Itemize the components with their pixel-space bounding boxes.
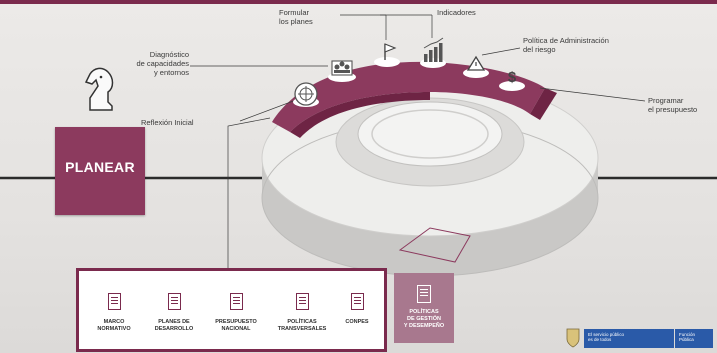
footer-logo: El servicio público es de todos Función … <box>562 323 717 351</box>
step-label-reflexion: Reflexión Inicial <box>141 118 194 127</box>
input-item: POLÍTICAS TRANSVERSALES <box>271 293 333 332</box>
input-item: CONPES <box>337 293 377 326</box>
document-icon <box>350 293 364 310</box>
document-icon <box>229 293 243 310</box>
top-accent-bar <box>0 0 717 4</box>
input-label: PRESUPUESTO NACIONAL <box>215 319 257 332</box>
team-icon <box>328 60 356 82</box>
chess-knight-icon <box>84 67 114 111</box>
step-label-formular: Formular los planes <box>279 8 313 26</box>
coat-of-arms-icon <box>566 328 580 348</box>
document-icon <box>167 293 181 310</box>
inputs-box: MARCO NORMATIVO PLANES DE DESARROLLO PRE… <box>76 268 387 352</box>
bar-chart-icon <box>420 37 446 68</box>
input-label: CONPES <box>345 319 369 325</box>
step-label-riesgo: Política de Administración del riesgo <box>523 36 609 54</box>
phase-box: PLANEAR <box>55 127 145 215</box>
step-label-indicadores: Indicadores <box>437 8 476 17</box>
policies-label: POLÍTICAS DE GESTIÓN Y DESEMPEÑO <box>403 309 445 329</box>
policies-box: POLÍTICAS DE GESTIÓN Y DESEMPEÑO <box>394 273 454 343</box>
flag-icon <box>374 43 400 67</box>
input-item: PRESUPUESTO NACIONAL <box>207 293 265 332</box>
step-icons: $ <box>293 37 525 107</box>
step-label-presupuesto: Programar el presupuesto <box>648 96 698 114</box>
leader-lines <box>190 14 646 268</box>
platform <box>261 79 599 277</box>
step-label-diagnostico: Diagnóstico de capacidades y entornos <box>136 50 189 77</box>
warning-triangle-icon <box>463 55 489 78</box>
input-label: PLANES DE DESARROLLO <box>154 319 194 332</box>
input-label: POLÍTICAS TRANSVERSALES <box>277 319 327 332</box>
input-label: MARCO NORMATIVO <box>97 319 131 332</box>
svg-text:$: $ <box>508 69 517 86</box>
footer-entity: Función Pública <box>679 332 696 342</box>
input-item: PLANES DE DESARROLLO <box>147 293 201 332</box>
footer-entity-banner: Función Pública <box>675 329 713 348</box>
compass-icon <box>293 82 319 107</box>
document-icon <box>417 285 431 303</box>
document-icon <box>295 293 309 310</box>
footer-banner: El servicio público es de todos <box>584 329 674 348</box>
footer-text: El servicio público es de todos <box>588 332 625 342</box>
document-icon <box>107 293 121 310</box>
input-item: MARCO NORMATIVO <box>89 293 139 332</box>
dollar-icon: $ <box>499 69 525 91</box>
phase-title: PLANEAR <box>65 159 135 175</box>
